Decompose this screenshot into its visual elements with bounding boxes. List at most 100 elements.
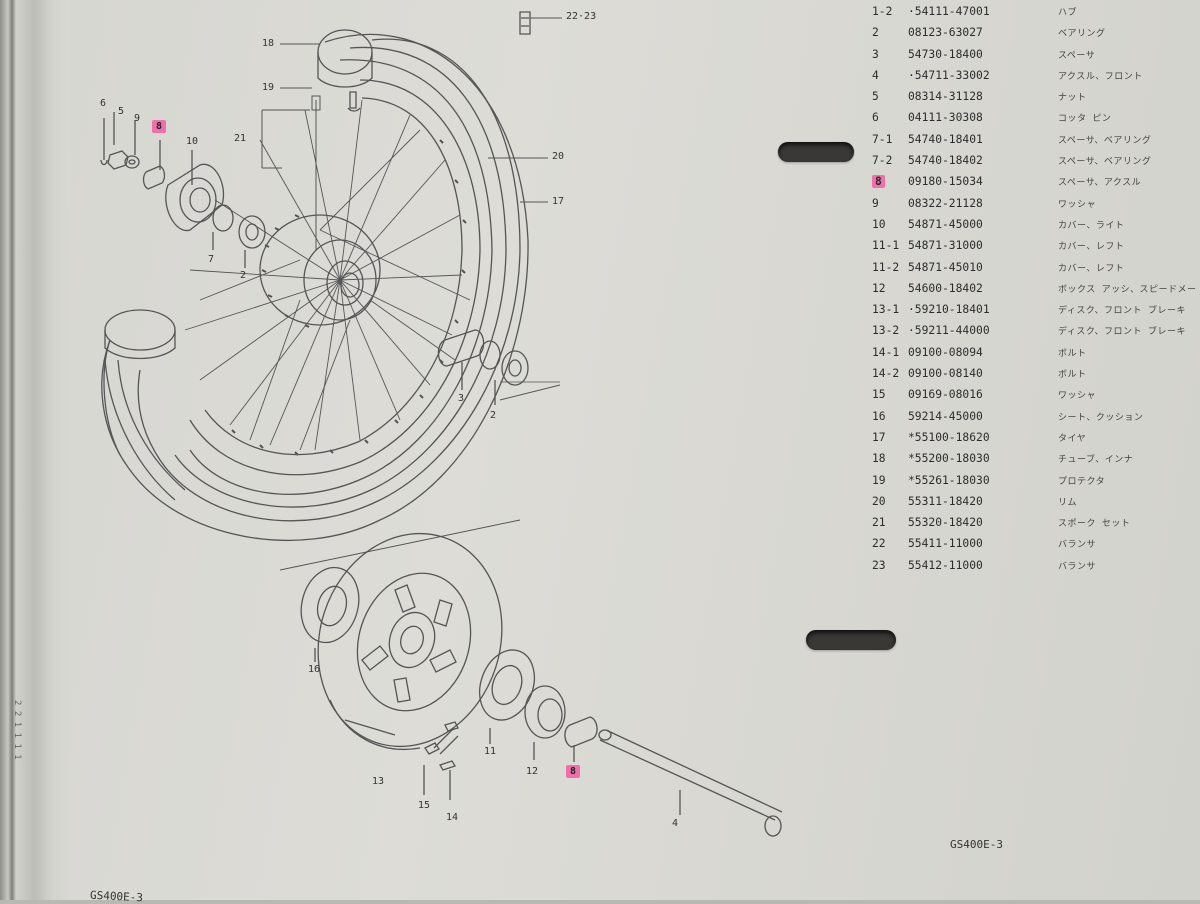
part-code: *55100-18620 xyxy=(908,430,990,444)
binder-hole-top xyxy=(778,142,854,162)
leader-lines-top xyxy=(280,43,548,203)
part-description: ベアリング xyxy=(1058,29,1106,40)
part-description: リム xyxy=(1058,497,1078,508)
part-code: 59214-45000 xyxy=(908,409,983,423)
spokes-drawing xyxy=(184,99,471,451)
part-code: 55311-18420 xyxy=(908,494,983,508)
part-description: バランサ xyxy=(1058,540,1097,551)
callout-2-right: 2 xyxy=(490,410,497,421)
part-description: ワッシャ xyxy=(1058,199,1097,210)
callout-5: 5 xyxy=(118,106,125,117)
part-description: ボルト xyxy=(1058,370,1087,381)
callout-10: 10 xyxy=(186,136,199,147)
part-description: バランサ xyxy=(1058,561,1097,572)
part-number-index: 14-1 xyxy=(872,345,900,359)
part-code: *55261-18030 xyxy=(908,473,990,487)
part-number-index: 7-1 xyxy=(872,132,893,146)
part-description: ワッシャ xyxy=(1058,391,1097,402)
part-code: ·59210-18401 xyxy=(908,303,990,317)
part-description: カバー、レフト xyxy=(1058,242,1125,253)
part-code: 08322-21128 xyxy=(908,196,983,210)
spoke-bracket xyxy=(261,95,321,250)
part-number-index: 4 xyxy=(872,68,879,82)
cover-and-gearbox-drawing xyxy=(478,649,598,762)
part-description: プロテクタ xyxy=(1058,476,1106,487)
callout-4: 4 xyxy=(672,818,679,829)
part-code: 08123-63027 xyxy=(908,26,983,40)
part-description: カバー、ライト xyxy=(1058,220,1125,231)
part-code: 54871-31000 xyxy=(908,239,983,253)
callout-6: 6 xyxy=(100,98,107,109)
callout-3: 3 xyxy=(458,393,465,404)
part-code: 54740-18401 xyxy=(908,132,983,146)
part-code: 09100-08094 xyxy=(908,345,983,359)
callout-13: 13 xyxy=(372,776,385,787)
parts-list-row: 7-2 54740-18402 スペーサ、ベアリング xyxy=(872,151,1200,172)
part-description: コッタ ピン xyxy=(1058,114,1112,125)
right-exploded-parts xyxy=(437,329,561,405)
part-number-index: 20 xyxy=(872,494,886,508)
part-description: アクスル、フロント xyxy=(1058,71,1143,82)
part-number-index: 7-2 xyxy=(872,154,893,168)
part-code: ·54111-47001 xyxy=(908,5,990,18)
callout-9: 9 xyxy=(134,113,141,124)
page-binding-edge xyxy=(0,0,70,900)
callout-20: 20 xyxy=(552,151,565,162)
part-number-index: 6 xyxy=(872,111,879,125)
binder-hole-bottom xyxy=(806,630,896,650)
part-description: スペーサ、ベアリング xyxy=(1058,157,1152,168)
part-code: 54730-18400 xyxy=(908,47,983,61)
part-code: ·54711-33002 xyxy=(908,68,990,82)
axle-drawing xyxy=(598,729,783,837)
part-number-index: 15 xyxy=(872,388,886,402)
cushion-seat-drawing xyxy=(300,566,360,662)
callout-12: 12 xyxy=(526,766,539,777)
callout-19: 19 xyxy=(262,82,275,93)
part-number-index: 17 xyxy=(872,430,886,444)
part-description: ディスク、フロント ブレーキ xyxy=(1058,327,1186,338)
tube-cutaway xyxy=(104,29,373,360)
part-code: 09100-08140 xyxy=(908,367,983,381)
part-description: ディスク、フロント ブレーキ xyxy=(1058,306,1186,317)
part-code: 54600-18402 xyxy=(908,281,983,295)
bolts-drawing xyxy=(423,721,459,800)
part-number-index: 12 xyxy=(872,281,886,295)
page-code-right: GS400E-3 xyxy=(950,838,1003,851)
part-code: ·59211-44000 xyxy=(908,324,990,338)
callout-16: 16 xyxy=(308,664,321,675)
callout-14: 14 xyxy=(446,812,459,823)
part-description: ナット xyxy=(1058,93,1087,104)
part-number-index: 23 xyxy=(872,558,886,572)
part-description: スポーク セット xyxy=(1058,519,1131,530)
part-number-index: 5 xyxy=(872,90,879,104)
part-number-index: 21 xyxy=(872,516,886,530)
part-code: 09169-08016 xyxy=(908,388,983,402)
part-code: 54740-18402 xyxy=(908,154,983,168)
part-description: カバー、レフト xyxy=(1058,263,1125,274)
part-description: スペーサ xyxy=(1058,50,1096,61)
callout-8-lower-highlighted: 8 xyxy=(566,765,581,778)
callout-22-23: 22·23 xyxy=(566,11,597,22)
callout-15: 15 xyxy=(418,800,431,811)
parts-list-row: 20 55311-18420 リム xyxy=(872,492,1200,513)
callout-7: 7 xyxy=(208,254,215,265)
part-description: チューブ、インナ xyxy=(1058,455,1134,466)
brake-disc-drawing xyxy=(317,532,503,750)
part-number-index: 16 xyxy=(872,409,886,423)
